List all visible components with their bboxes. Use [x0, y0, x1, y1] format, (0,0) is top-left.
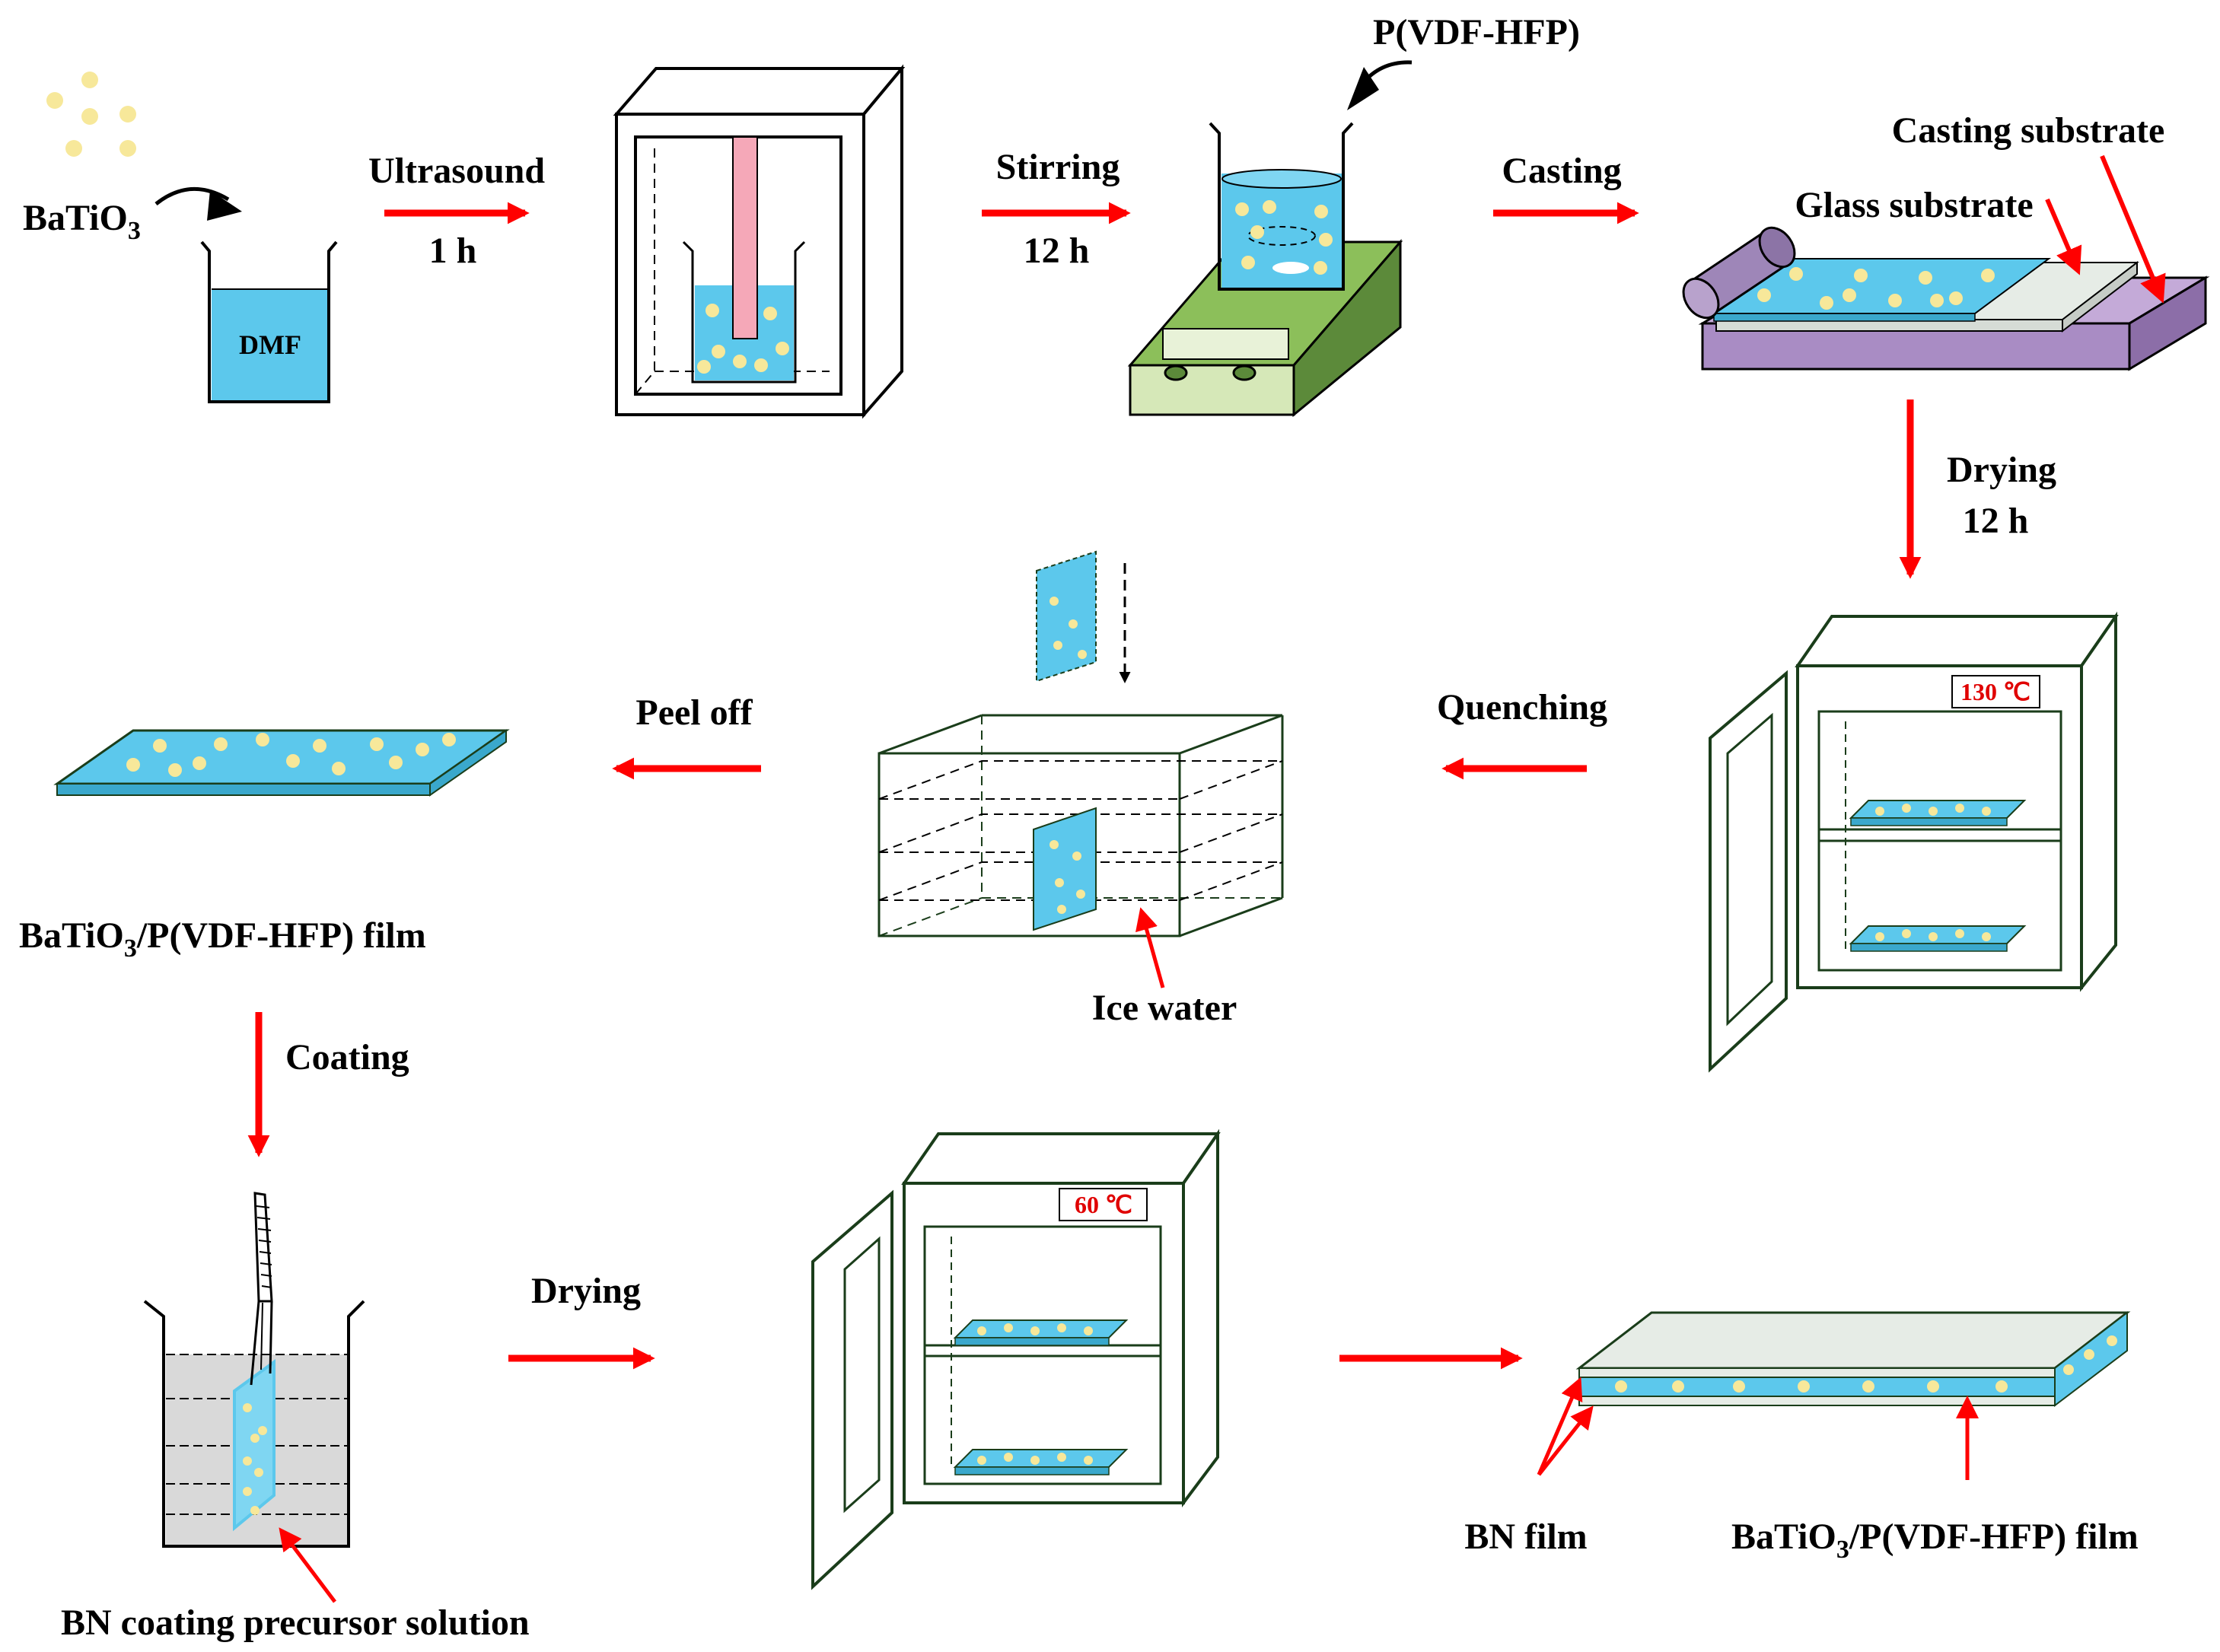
drying-time-label-1: 12 h: [1963, 501, 2029, 541]
oven-130-film-top: [1849, 800, 2027, 826]
glass-substrate-label: Glass substrate: [1795, 185, 2033, 225]
dipping-film: [233, 1359, 276, 1532]
drying-label-1: Drying: [1947, 450, 2056, 490]
film1-label: BaTiO3/P(VDF-HFP) film: [19, 915, 426, 963]
ice-water-pointer: [1135, 907, 1165, 988]
batio3-label: BaTiO3: [23, 198, 141, 245]
coating-label: Coating: [285, 1037, 409, 1077]
pvdf-arrow-head: [1347, 67, 1379, 110]
stirring-label: Stirring: [996, 147, 1120, 187]
casting-substrate-pointer: [2100, 154, 2166, 304]
ultrasound-label: Ultrasound: [368, 151, 545, 191]
dmf-beaker: [200, 240, 338, 403]
batio3-powder: [46, 72, 136, 157]
oven-130: [1709, 611, 2119, 1073]
bn-film-pointer-top: [1537, 1377, 1583, 1475]
drying-label-2: Drying: [531, 1271, 641, 1311]
bn-film-label: BN film: [1464, 1517, 1587, 1557]
oven-60: [811, 1128, 1221, 1590]
stirrer-beaker: [1209, 122, 1354, 291]
temp-display-60: [1059, 1188, 1148, 1221]
pour-arrow-curve: [154, 186, 230, 205]
bn-precursor-label: BN coating precursor solution: [61, 1603, 530, 1643]
bn-film-pointer-bottom: [1537, 1405, 1594, 1476]
oven-60-film-bottom: [953, 1449, 1129, 1475]
oven-130-film-bottom: [1849, 925, 2027, 952]
temp-60-label: 60 ℃: [1075, 1191, 1132, 1218]
glass-substrate-pointer: [2045, 198, 2082, 275]
casting-substrate-label: Casting substrate: [1892, 110, 2165, 151]
cast-film: [1711, 258, 2052, 322]
falling-film: [1036, 550, 1097, 683]
ultrasound-time-label: 1 h: [429, 231, 477, 271]
bath-particles: [697, 304, 789, 374]
pour-arrow-head: [207, 190, 242, 221]
temp-display-130: [1951, 675, 2040, 708]
tweezers: [250, 1192, 273, 1386]
ice-water-label: Ice water: [1092, 988, 1237, 1028]
casting-roller: [1682, 226, 1796, 320]
ice-water-tank: [877, 714, 1284, 937]
casting-label: Casting: [1502, 151, 1621, 191]
film2-label: BaTiO3/P(VDF-HFP) film: [1731, 1517, 2139, 1564]
precursor-pointer: [279, 1527, 336, 1603]
submerged-film: [1033, 807, 1097, 931]
dmf-label: DMF: [239, 329, 301, 360]
peel-off-label: Peel off: [635, 692, 753, 733]
pvdf-hfp-label: P(VDF-HFP): [1373, 12, 1580, 53]
temp-130-label: 130 ℃: [1960, 678, 2030, 705]
final-film: [1575, 1310, 2131, 1408]
stirring-time-label: 12 h: [1024, 231, 1090, 271]
peeled-film: [53, 729, 510, 797]
quenching-label: Quenching: [1437, 687, 1607, 727]
oven-60-film-top: [953, 1319, 1129, 1346]
